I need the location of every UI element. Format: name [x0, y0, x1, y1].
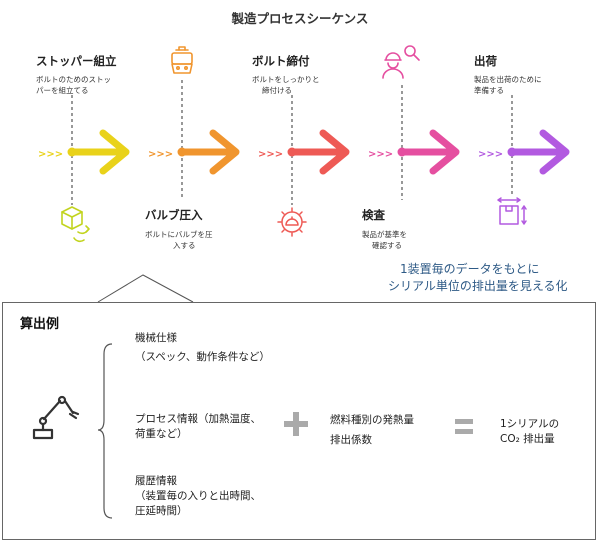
step-title: ストッパー組立 — [36, 54, 117, 68]
result-line: 1シリアルの — [500, 418, 560, 430]
step-desc: ボルトのためのストッ — [36, 75, 111, 84]
step-node — [67, 147, 77, 157]
box-dimension-icon — [497, 197, 527, 225]
equals-icon — [455, 419, 473, 434]
step-desc: 入する — [173, 241, 196, 250]
callout-pointer — [97, 274, 194, 303]
input-line: 履歴情報 — [135, 475, 177, 487]
input-line: 機械仕様 — [135, 332, 177, 344]
arrow-step-3: >>> — [258, 129, 350, 175]
inspector-search-icon — [382, 45, 420, 79]
input-line: プロセス情報（加熱温度、 — [135, 413, 261, 425]
emission-factor: 燃料種別の発熱量 排出係数 — [330, 410, 414, 450]
chevron-marks: >>> — [148, 149, 173, 160]
factor-line: 燃料種別の発熱量 — [330, 414, 414, 426]
co2-result: 1シリアルの CO₂ 排出量 — [500, 417, 559, 447]
chevron-marks: >>> — [258, 149, 283, 160]
chevron-marks: >>> — [368, 149, 393, 160]
step-inspection: 検査 製品が基準を 確認する — [362, 207, 407, 251]
step-stopper-assembly: ストッパー組立 ボルトのためのストッ パーを組立てる — [36, 53, 117, 96]
input-line: 荷重など） — [135, 428, 188, 440]
step-node — [177, 147, 187, 157]
arrow-step-4: >>> — [368, 129, 460, 175]
arrow-step-1: >>> — [38, 129, 130, 175]
recycle-box-icon — [61, 206, 90, 243]
input-line: （スペック、動作条件など） — [135, 351, 270, 363]
result-line: CO₂ 排出量 — [500, 433, 555, 445]
step-title: 出荷 — [474, 54, 497, 68]
step-valve-press: バルブ圧入 ボルトにバルブを圧 入する — [145, 207, 213, 251]
step-shipping: 出荷 製品を出荷のために 準備する — [474, 53, 542, 96]
step-desc: 締付ける — [262, 86, 292, 95]
factor-line: 排出係数 — [330, 434, 372, 446]
step-desc: ボルトをしっかりと — [252, 75, 320, 84]
diagram-title: 製造プロセスシーケンス — [231, 11, 369, 26]
step-title: バルブ圧入 — [145, 208, 203, 222]
chevron-marks: >>> — [38, 149, 63, 160]
plus-icon — [284, 412, 308, 436]
step-desc: 製品が基準を — [362, 230, 407, 239]
step-node — [397, 147, 407, 157]
step-desc: パーを組立てる — [36, 86, 89, 95]
arrow-step-2: >>> — [148, 129, 240, 175]
input-brace — [97, 343, 113, 519]
arrow-step-5: >>> — [478, 129, 570, 175]
chevron-marks: >>> — [478, 149, 503, 160]
step-desc: 準備する — [474, 86, 504, 95]
input-machine-spec: 機械仕様 （スペック、動作条件など） — [135, 331, 270, 365]
step-node — [287, 147, 297, 157]
step-bolt-tightening: ボルト締付 ボルトをしっかりと 締付ける — [252, 53, 320, 96]
step-title: ボルト締付 — [252, 54, 310, 68]
cooking-pot-icon — [171, 46, 193, 74]
robot-arm-icon — [32, 395, 80, 440]
gear-helmet-icon — [277, 207, 307, 237]
note-line: シリアル単位の排出量を見える化 — [388, 279, 568, 293]
step-desc: 製品を出荷のために — [474, 75, 542, 84]
step-node — [507, 147, 517, 157]
input-history-info: 履歴情報 （装置毎の入りと出時間、 圧延時間） — [135, 474, 261, 519]
input-process-info: プロセス情報（加熱温度、 荷重など） — [135, 412, 261, 442]
note-line: 1装置毎のデータをもとに — [400, 262, 540, 276]
input-line: 圧延時間） — [135, 505, 188, 517]
process-flow: >>> >>> >>> >>> >>> — [38, 45, 570, 303]
panel-title: 算出例 — [20, 317, 60, 332]
step-title: 検査 — [362, 208, 385, 222]
visualization-note: 1装置毎のデータをもとに シリアル単位の排出量を見える化 — [388, 261, 568, 295]
input-line: （装置毎の入りと出時間、 — [135, 490, 261, 502]
step-desc: ボルトにバルブを圧 — [145, 230, 213, 239]
calculation-panel — [2, 302, 596, 540]
step-desc: 確認する — [372, 241, 402, 250]
